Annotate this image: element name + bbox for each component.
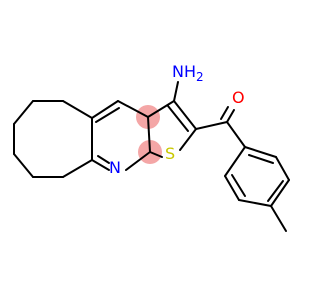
amine-label: NH2 [172, 62, 204, 84]
amine-bond [173, 81, 179, 102]
oxygen-label: O [232, 88, 245, 107]
molecule-structure-diagram: NH2 O N S [13, 62, 290, 232]
pyridine-ring [91, 100, 151, 171]
carbonyl-group [195, 106, 235, 130]
tolyl-ring [224, 121, 290, 207]
sulfur-label: S [165, 144, 175, 163]
methyl-bond [270, 205, 287, 232]
thiophene-ring [147, 100, 197, 158]
cyclooctane-ring [13, 100, 93, 178]
nitrogen-label: N [109, 158, 121, 177]
